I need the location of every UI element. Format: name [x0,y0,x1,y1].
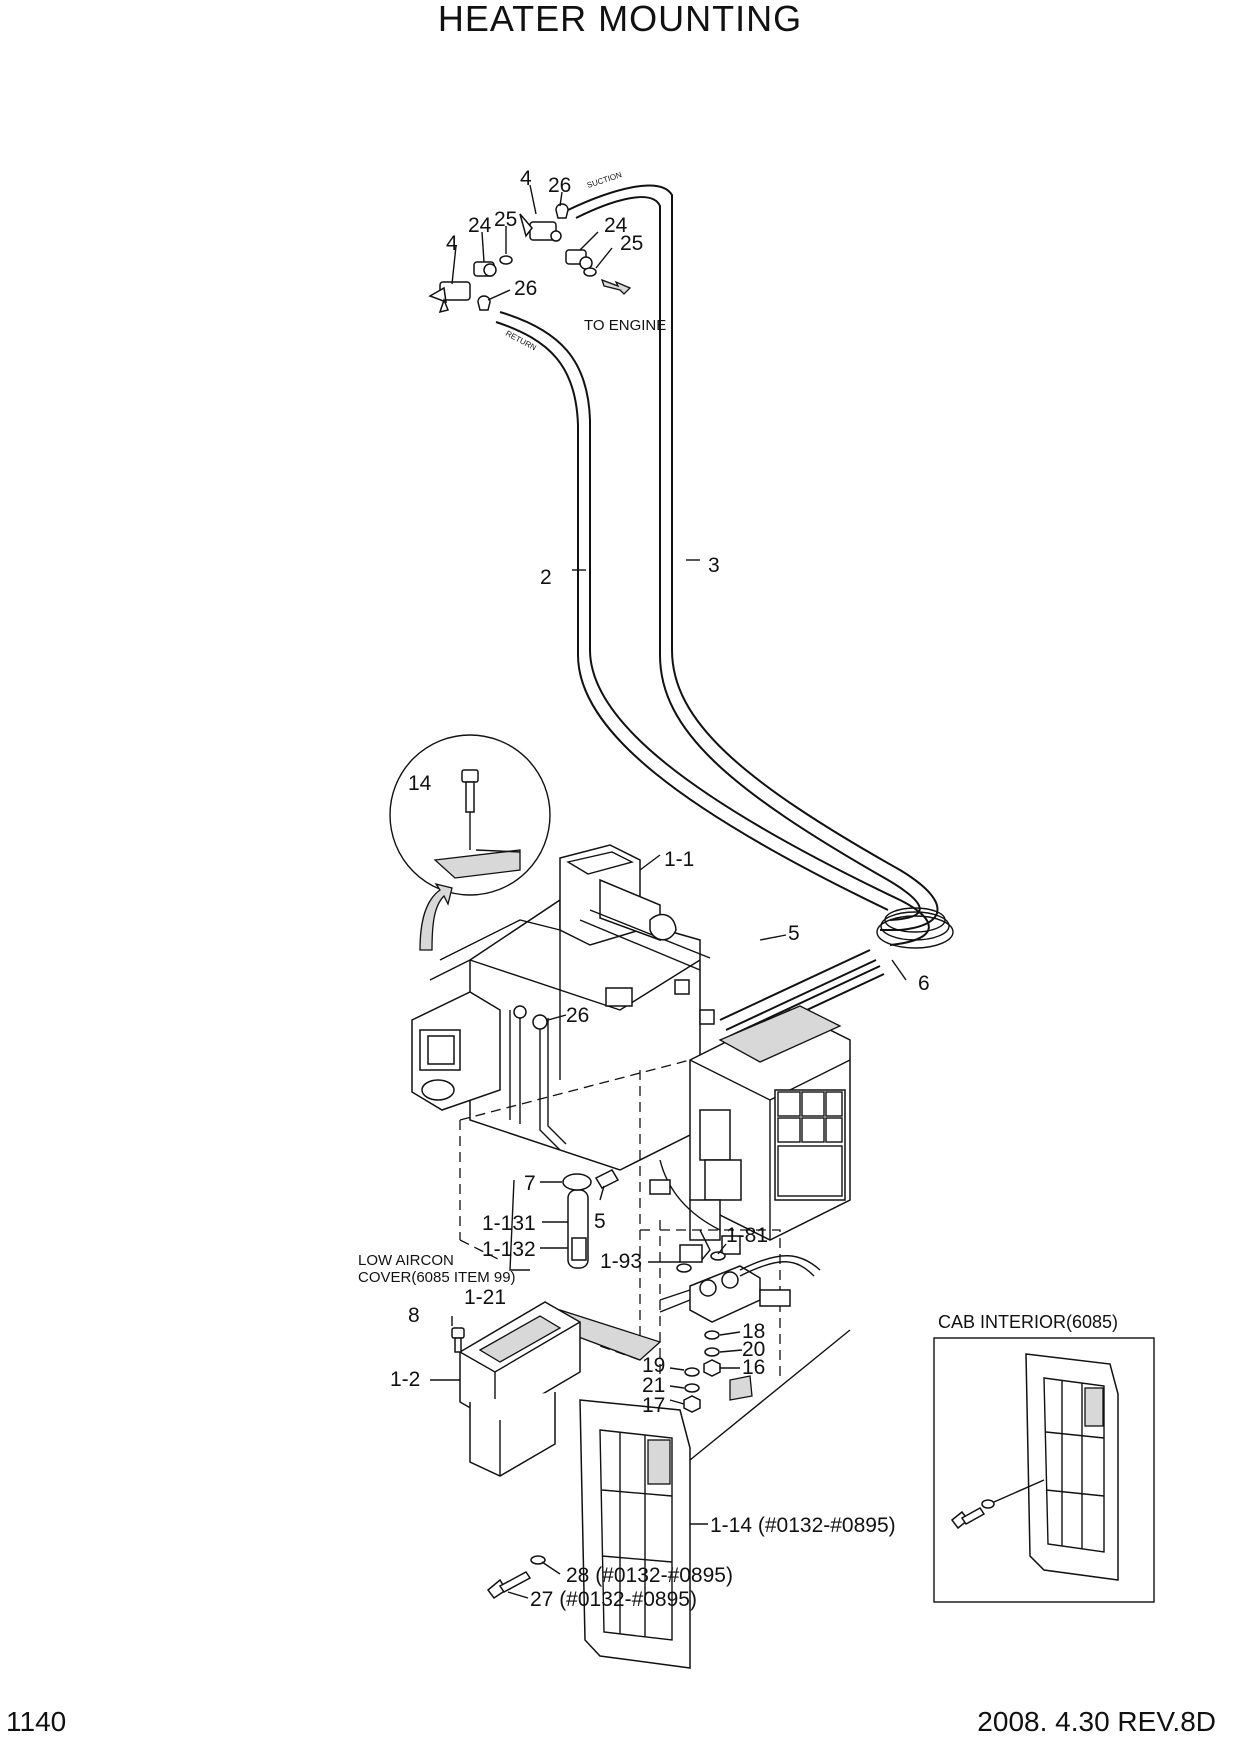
revision-date: 2008. 4.30 REV.8D [977,1706,1216,1737]
callout-1-132: 1-132 [482,1238,536,1261]
callout-27: 27 (#0132-#0895) [530,1588,697,1611]
callout-5-upper: 5 [788,922,800,945]
callout-25-lower: 25 [494,208,517,231]
callout-16: 16 [742,1356,765,1379]
callout-numbers: 4 26 24 25 4 24 25 26 2 3 14 1-1 5 6 26 … [390,167,930,1611]
callout-1-81: 1-81 [726,1224,768,1247]
callout-8: 8 [408,1304,420,1327]
callout-1-2: 1-2 [390,1368,420,1391]
callout-26-upper: 26 [548,174,571,197]
valve-block-1-81 [659,1244,821,1323]
control-panel-1-2 [451,1301,581,1477]
to-engine-label: TO ENGINE [584,317,666,334]
fitting-24-upper [565,249,593,270]
callout-24-lower: 24 [468,214,492,237]
cover-panel-1-14 [579,1399,691,1669]
page-number: 1140 [6,1706,67,1737]
detail-circle-14 [389,734,551,896]
clamp-26-lower [477,295,491,311]
heater-unit-assembly [411,844,851,1263]
rotate-arrow-icon [419,882,453,951]
callout-6: 6 [918,972,930,995]
washers-nuts-16-21 [683,1330,753,1413]
hose-3-suction [567,184,939,931]
callout-14: 14 [408,772,432,795]
screw-8 [451,1327,465,1339]
callout-19: 19 [642,1354,665,1377]
hose-2-return [495,311,930,946]
callout-1-131: 1-131 [482,1212,536,1235]
callout-25-upper: 25 [620,232,643,255]
callout-26-unit: 26 [566,1004,589,1027]
callout-1-14: 1-14 (#0132-#0895) [710,1514,896,1537]
callout-1-1: 1-1 [664,848,694,871]
callout-21: 21 [642,1374,665,1397]
callout-2: 2 [540,566,552,589]
bolt-27-washer-28 [486,1555,546,1600]
to-engine-arrow-icon [600,278,632,295]
cab-interior-inset [933,1337,1155,1603]
callout-3: 3 [708,554,720,577]
bolt-5-lower [594,1169,620,1189]
callout-7: 7 [524,1172,536,1195]
low-aircon-note-line1: LOW AIRCON [358,1252,454,1269]
page-title: HEATER MOUNTING [437,0,803,39]
callout-1-93: 1-93 [600,1250,642,1273]
filter-grid [777,1091,843,1197]
callout-5-lower: 5 [594,1210,606,1233]
valve-4-upper [519,213,562,242]
washer-25-lower [499,255,513,265]
callout-1-21: 1-21 [464,1286,506,1309]
clamp-26-upper [555,203,569,219]
callout-24-upper: 24 [604,214,628,237]
callout-20: 20 [742,1338,765,1361]
clamp-7 [562,1173,592,1191]
hose-clamp-coil [876,907,954,949]
valve-4-lower [428,281,471,314]
callout-28: 28 (#0132-#0895) [566,1564,733,1587]
suction-hose-label: SUCTION [586,170,623,190]
low-aircon-note-line2: COVER(6085 ITEM 99) [358,1269,516,1286]
callout-18: 18 [742,1320,765,1343]
callout-4-upper: 4 [520,167,532,190]
cab-interior-label: CAB INTERIOR(6085) [938,1312,1118,1332]
washer-25-upper [583,267,597,277]
callout-26-lower: 26 [514,277,537,300]
callout-4-lower: 4 [446,232,458,255]
callout-17: 17 [642,1394,665,1417]
fitting-24-lower [473,261,497,277]
